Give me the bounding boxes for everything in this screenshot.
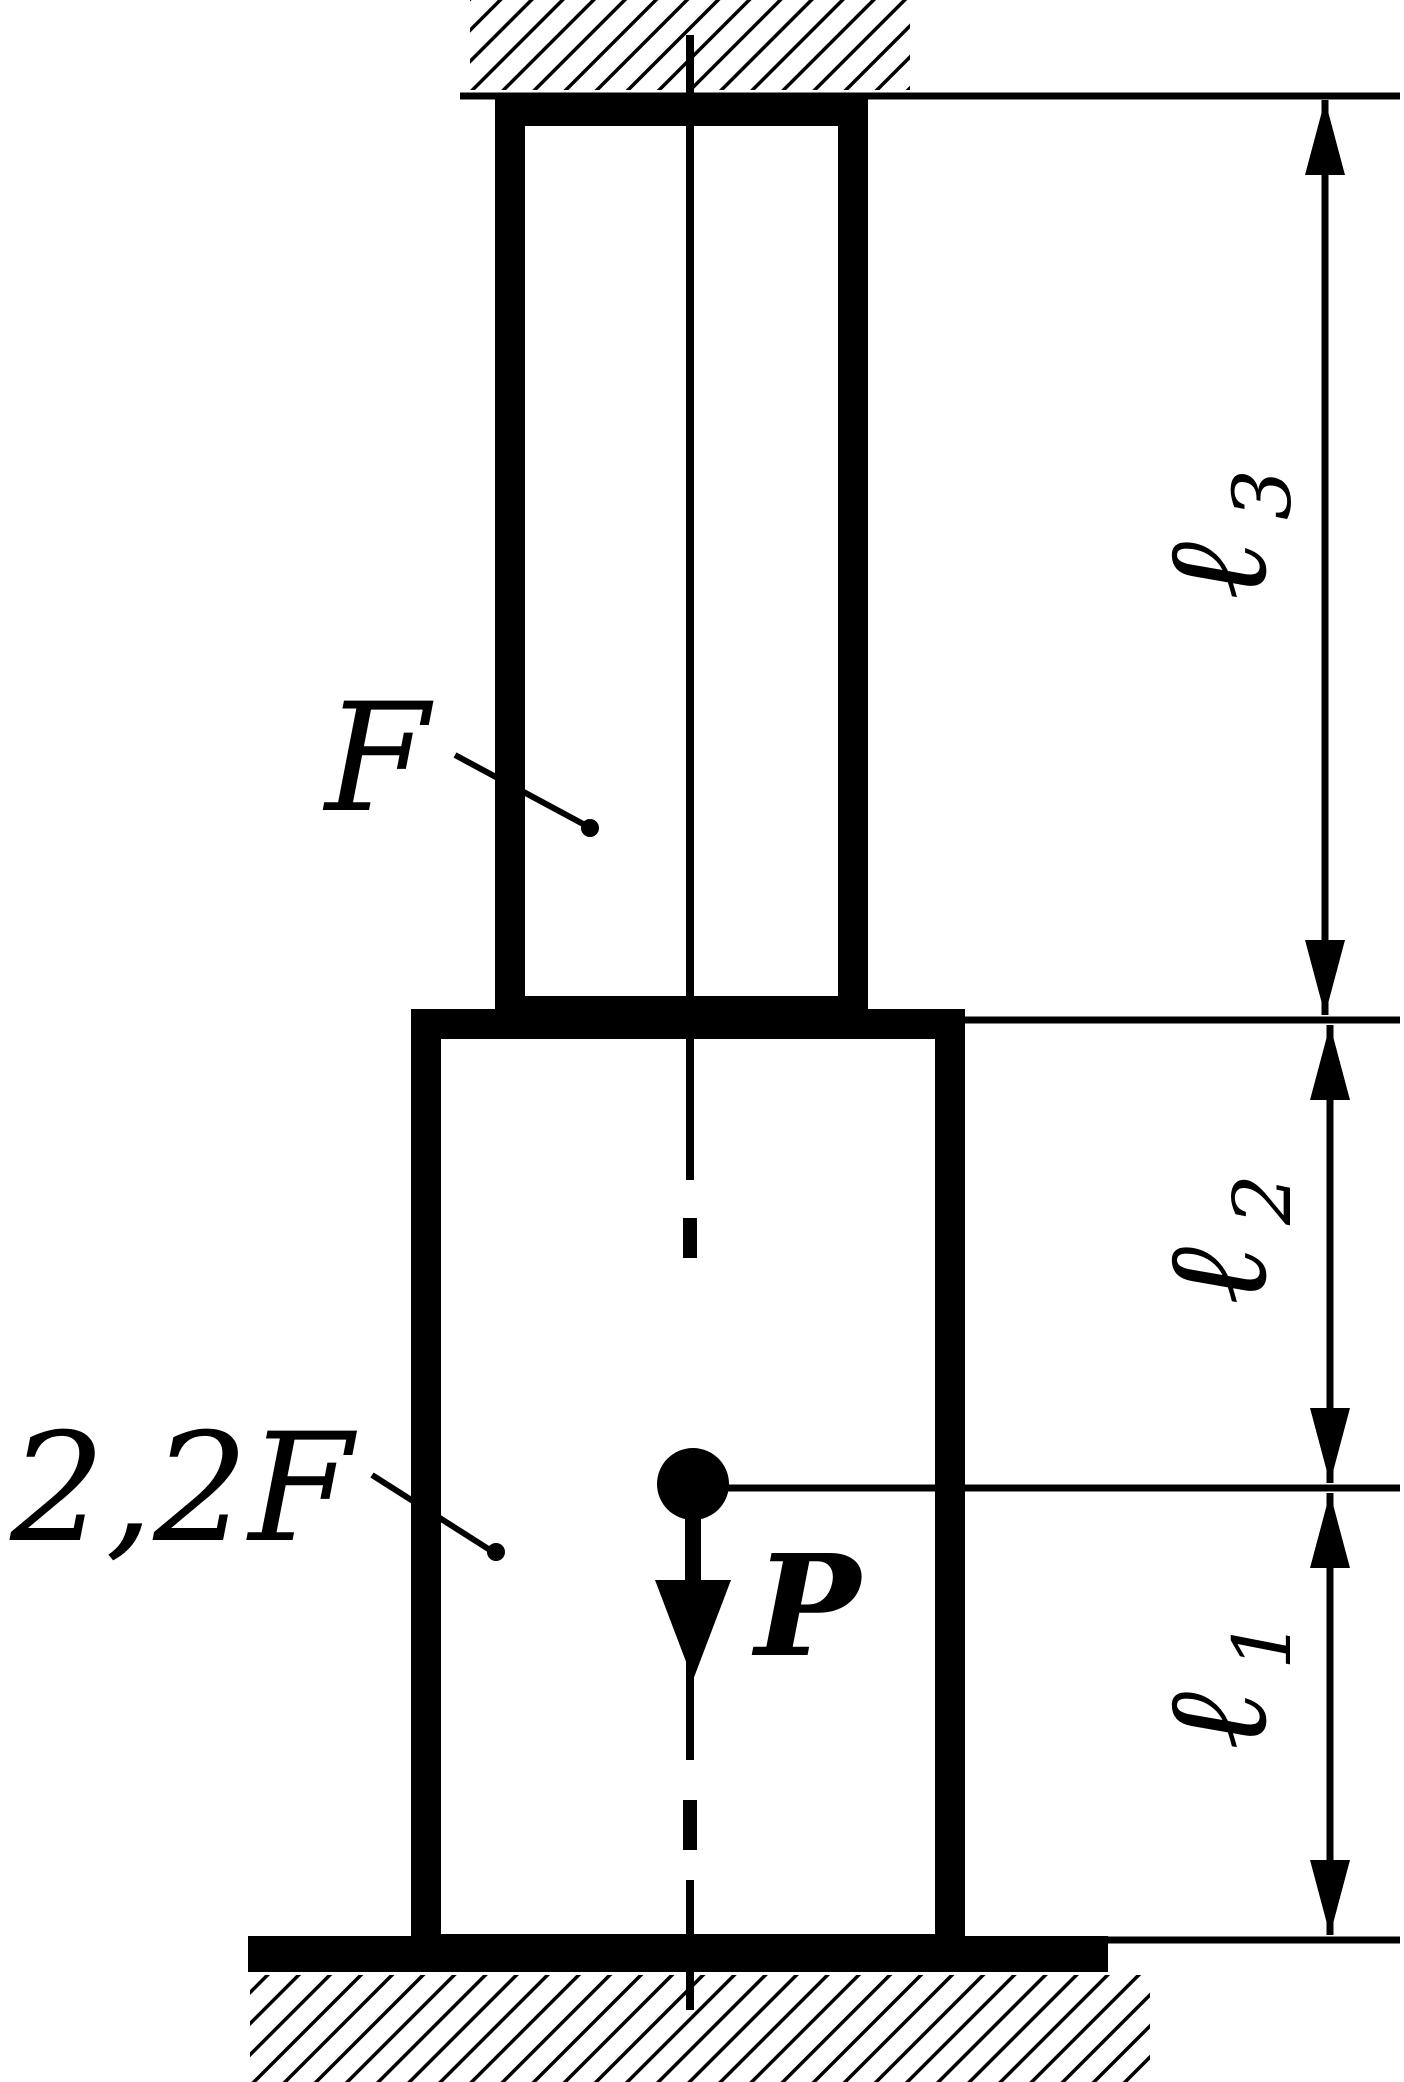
leader-lower-dot [487,1543,505,1561]
dim-l1-arrow-bottom [1310,1860,1350,1935]
dim-l2-arrow-top [1310,1025,1350,1100]
label-lower-area: 2,2F [9,1402,358,1576]
leader-lower-area [370,1472,492,1553]
label-l2: ℓ 2 [1136,1174,1309,1305]
leader-upper-dot [581,819,599,837]
dim-l3-arrow-bottom [1305,940,1345,1015]
dim-l2-arrow-bottom [1310,1408,1350,1483]
label-l3: ℓ 3 [1136,469,1309,600]
label-l2-symbol: ℓ [1136,1247,1299,1305]
bottom-wall-hatching [250,1975,1150,2082]
label-l1-subscript: 1 [1216,1619,1309,1670]
label-l1: ℓ 1 [1136,1619,1309,1750]
leader-upper-area [453,752,587,828]
dim-l3-arrow-top [1305,100,1345,175]
label-l3-subscript: 3 [1216,469,1309,520]
force-arrow-head [655,1580,731,1680]
dim-l1-arrow-top [1310,1493,1350,1568]
upper-segment [495,96,868,1026]
label-upper-area: F [322,672,434,846]
label-force: P [751,1525,864,1689]
label-l2-subscript: 2 [1216,1174,1309,1226]
label-l1-symbol: ℓ [1136,1692,1299,1750]
label-l3-symbol: ℓ [1136,542,1299,600]
